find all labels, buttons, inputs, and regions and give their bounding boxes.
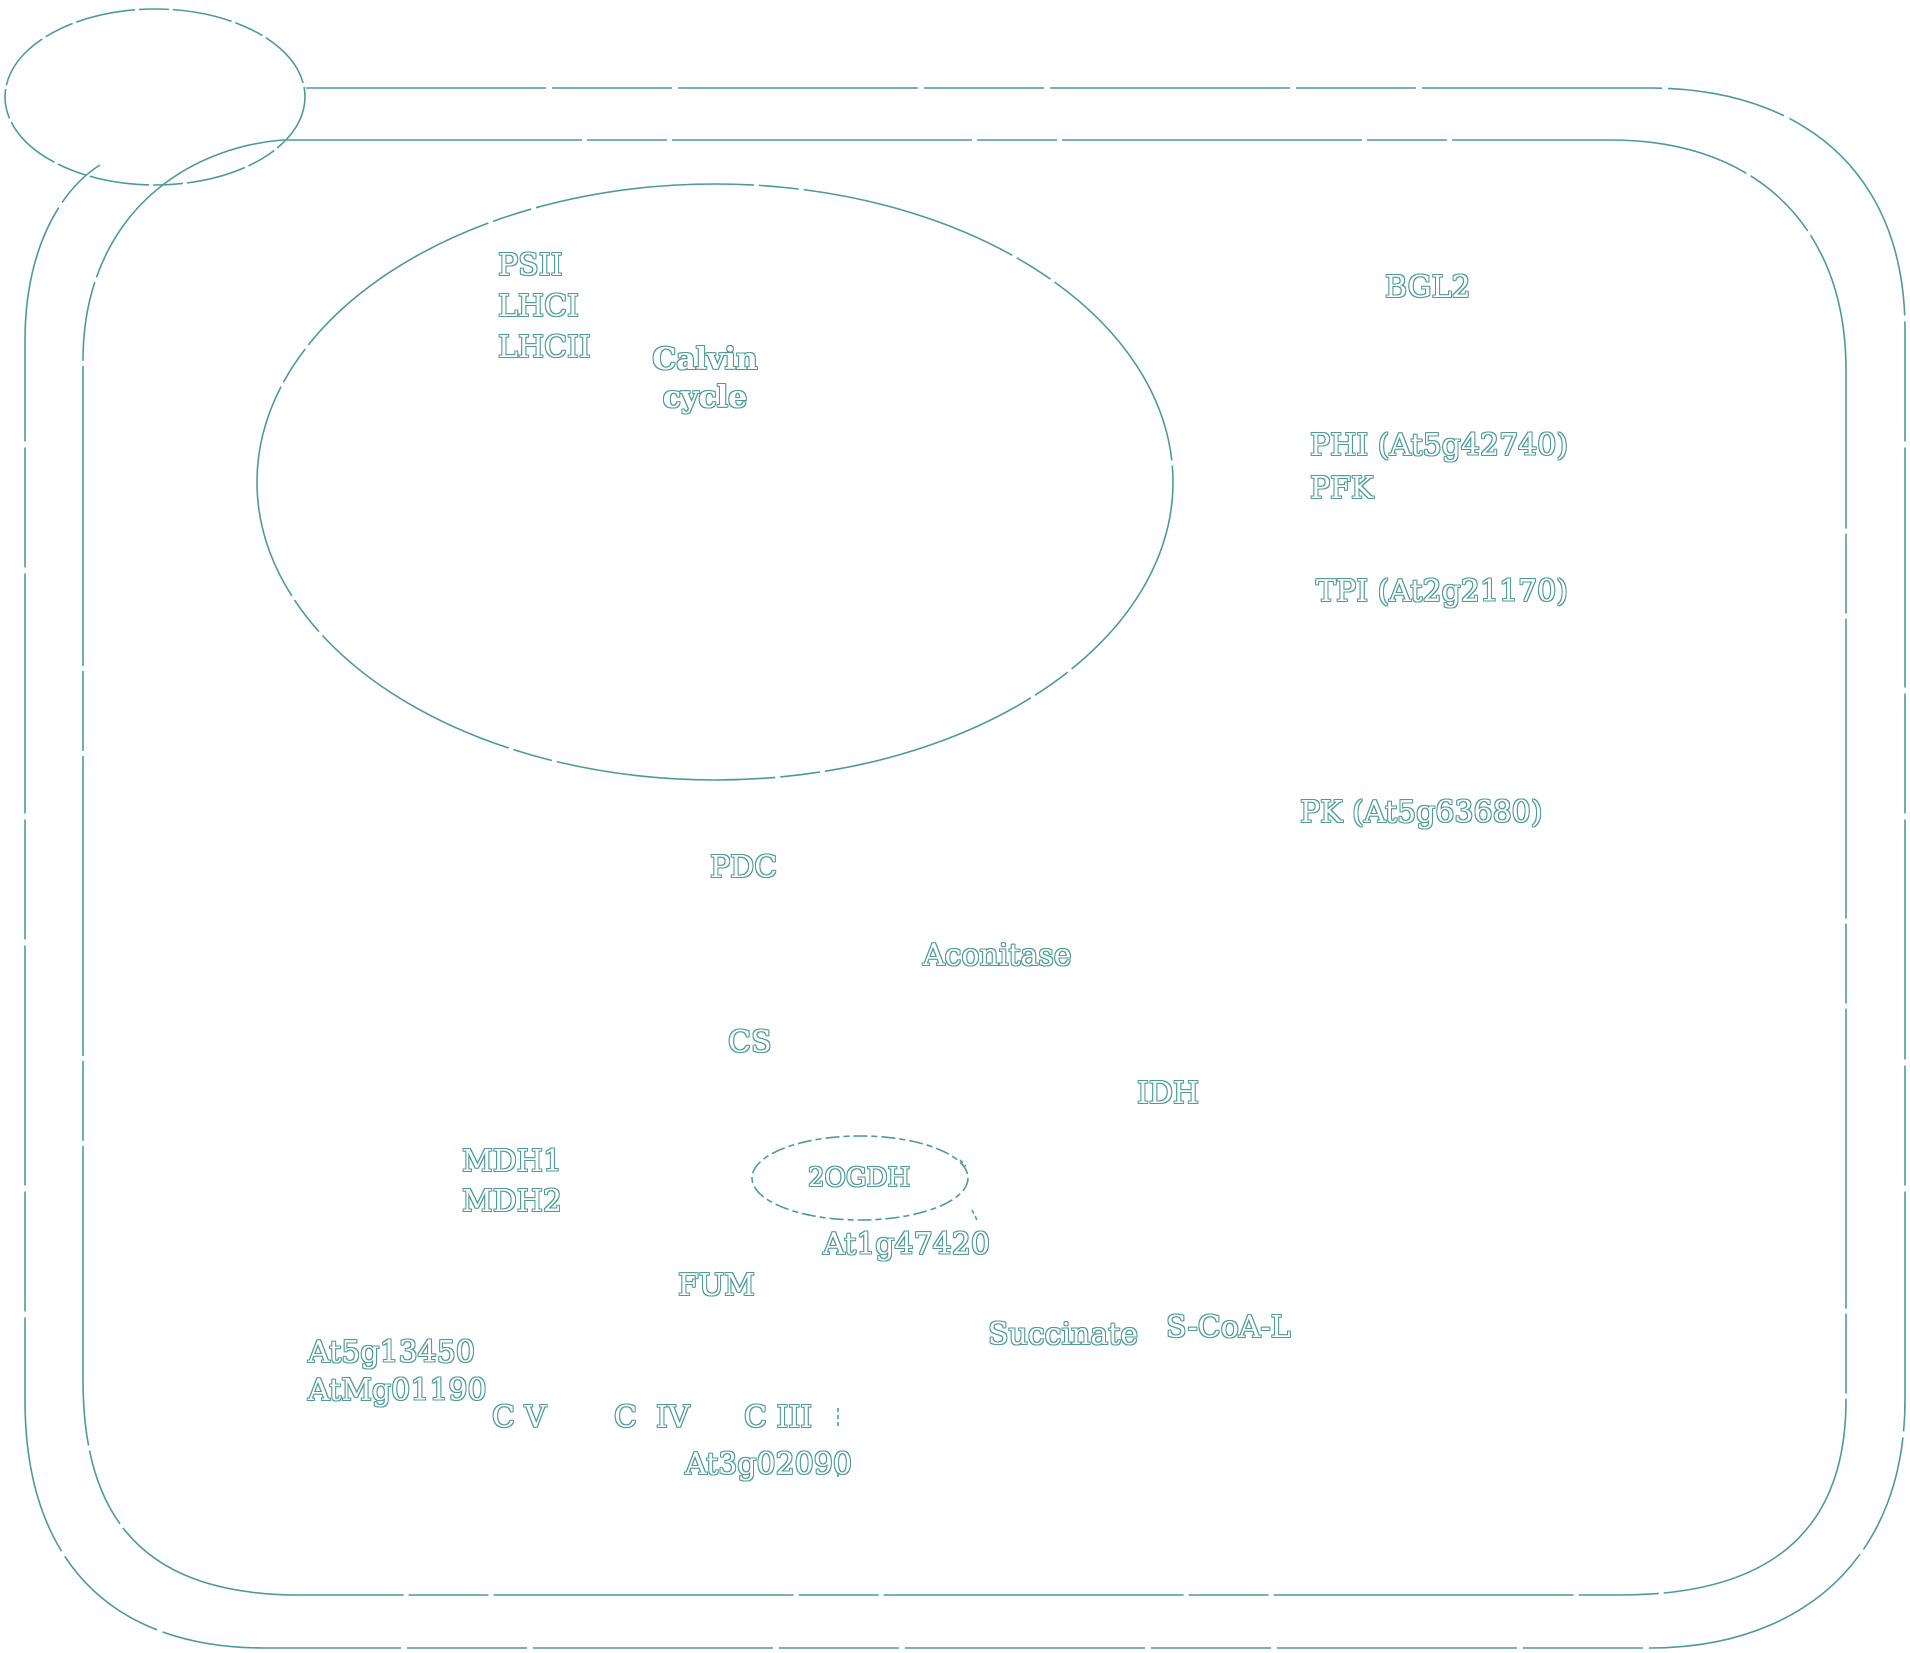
- aconitase-label: Aconitase: [923, 938, 1072, 973]
- atmg01190-label: AtMg01190: [308, 1373, 487, 1408]
- complex-iv-label: C IV: [614, 1400, 690, 1435]
- psii-label: PSII: [498, 248, 563, 283]
- bgl2-label: BGL2: [1385, 270, 1471, 305]
- at3g02090-label: At3g02090: [685, 1447, 852, 1482]
- cs-label: CS: [728, 1025, 772, 1060]
- cycle-word: cycle: [662, 380, 748, 415]
- lhci-label: LHCI: [498, 289, 579, 324]
- at5g13450-label: At5g13450: [308, 1335, 475, 1370]
- pk-label: PK (At5g63680): [1300, 795, 1543, 830]
- complex-iii-label: C III: [744, 1400, 813, 1435]
- complex-marks: [837, 1159, 979, 1478]
- top-left-oval: [4, 8, 306, 186]
- outer-cell-wall: [24, 87, 1906, 1649]
- succinate-label: Succinate: [988, 1317, 1139, 1352]
- pfk-label: PFK: [1310, 471, 1374, 506]
- mdh2-label: MDH2: [462, 1184, 563, 1219]
- fum-label: FUM: [678, 1268, 755, 1303]
- mdh1-label: MDH1: [462, 1144, 563, 1179]
- chloroplast: [256, 183, 1174, 781]
- idh-label: IDH: [1137, 1076, 1200, 1111]
- pdc-label: PDC: [710, 850, 778, 885]
- phi-label: PHI (At5g42740): [1310, 428, 1569, 463]
- tpi-label: TPI (At2g21170): [1316, 574, 1568, 609]
- small-oval: [751, 1135, 969, 1221]
- scoa-l-label: S-CoA-L: [1166, 1310, 1291, 1345]
- at1g47420-label: At1g47420: [823, 1227, 990, 1262]
- calvin-word: Calvin: [652, 342, 758, 377]
- complex-v-label: C V: [492, 1400, 547, 1435]
- 2ogdh-label: 2OGDH: [808, 1163, 911, 1193]
- calvin-cycle-label: Calvin cycle: [650, 345, 760, 413]
- inner-membrane: [82, 139, 1847, 1596]
- lhcii-label: LHCII: [498, 330, 591, 365]
